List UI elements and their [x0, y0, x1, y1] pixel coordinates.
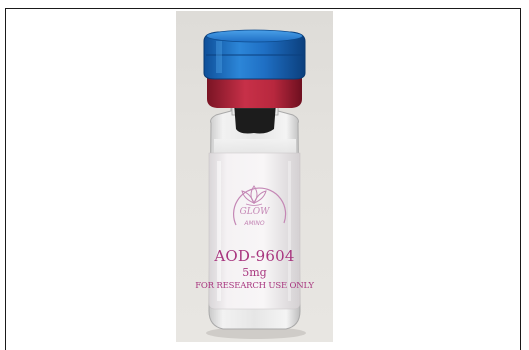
brand-subtitle: AMINO	[244, 220, 265, 227]
brand-name: GLOW	[239, 207, 270, 217]
product-photo: GLOW AMINO AOD-9604 5mg FOR RESEARCH USE…	[176, 11, 333, 342]
product-name: AOD-9604	[214, 247, 295, 265]
dose-label: 5mg	[242, 266, 267, 279]
research-disclaimer: FOR RESEARCH USE ONLY	[195, 281, 314, 291]
lotus-icon	[233, 185, 287, 226]
vial-illustration	[203, 29, 306, 339]
